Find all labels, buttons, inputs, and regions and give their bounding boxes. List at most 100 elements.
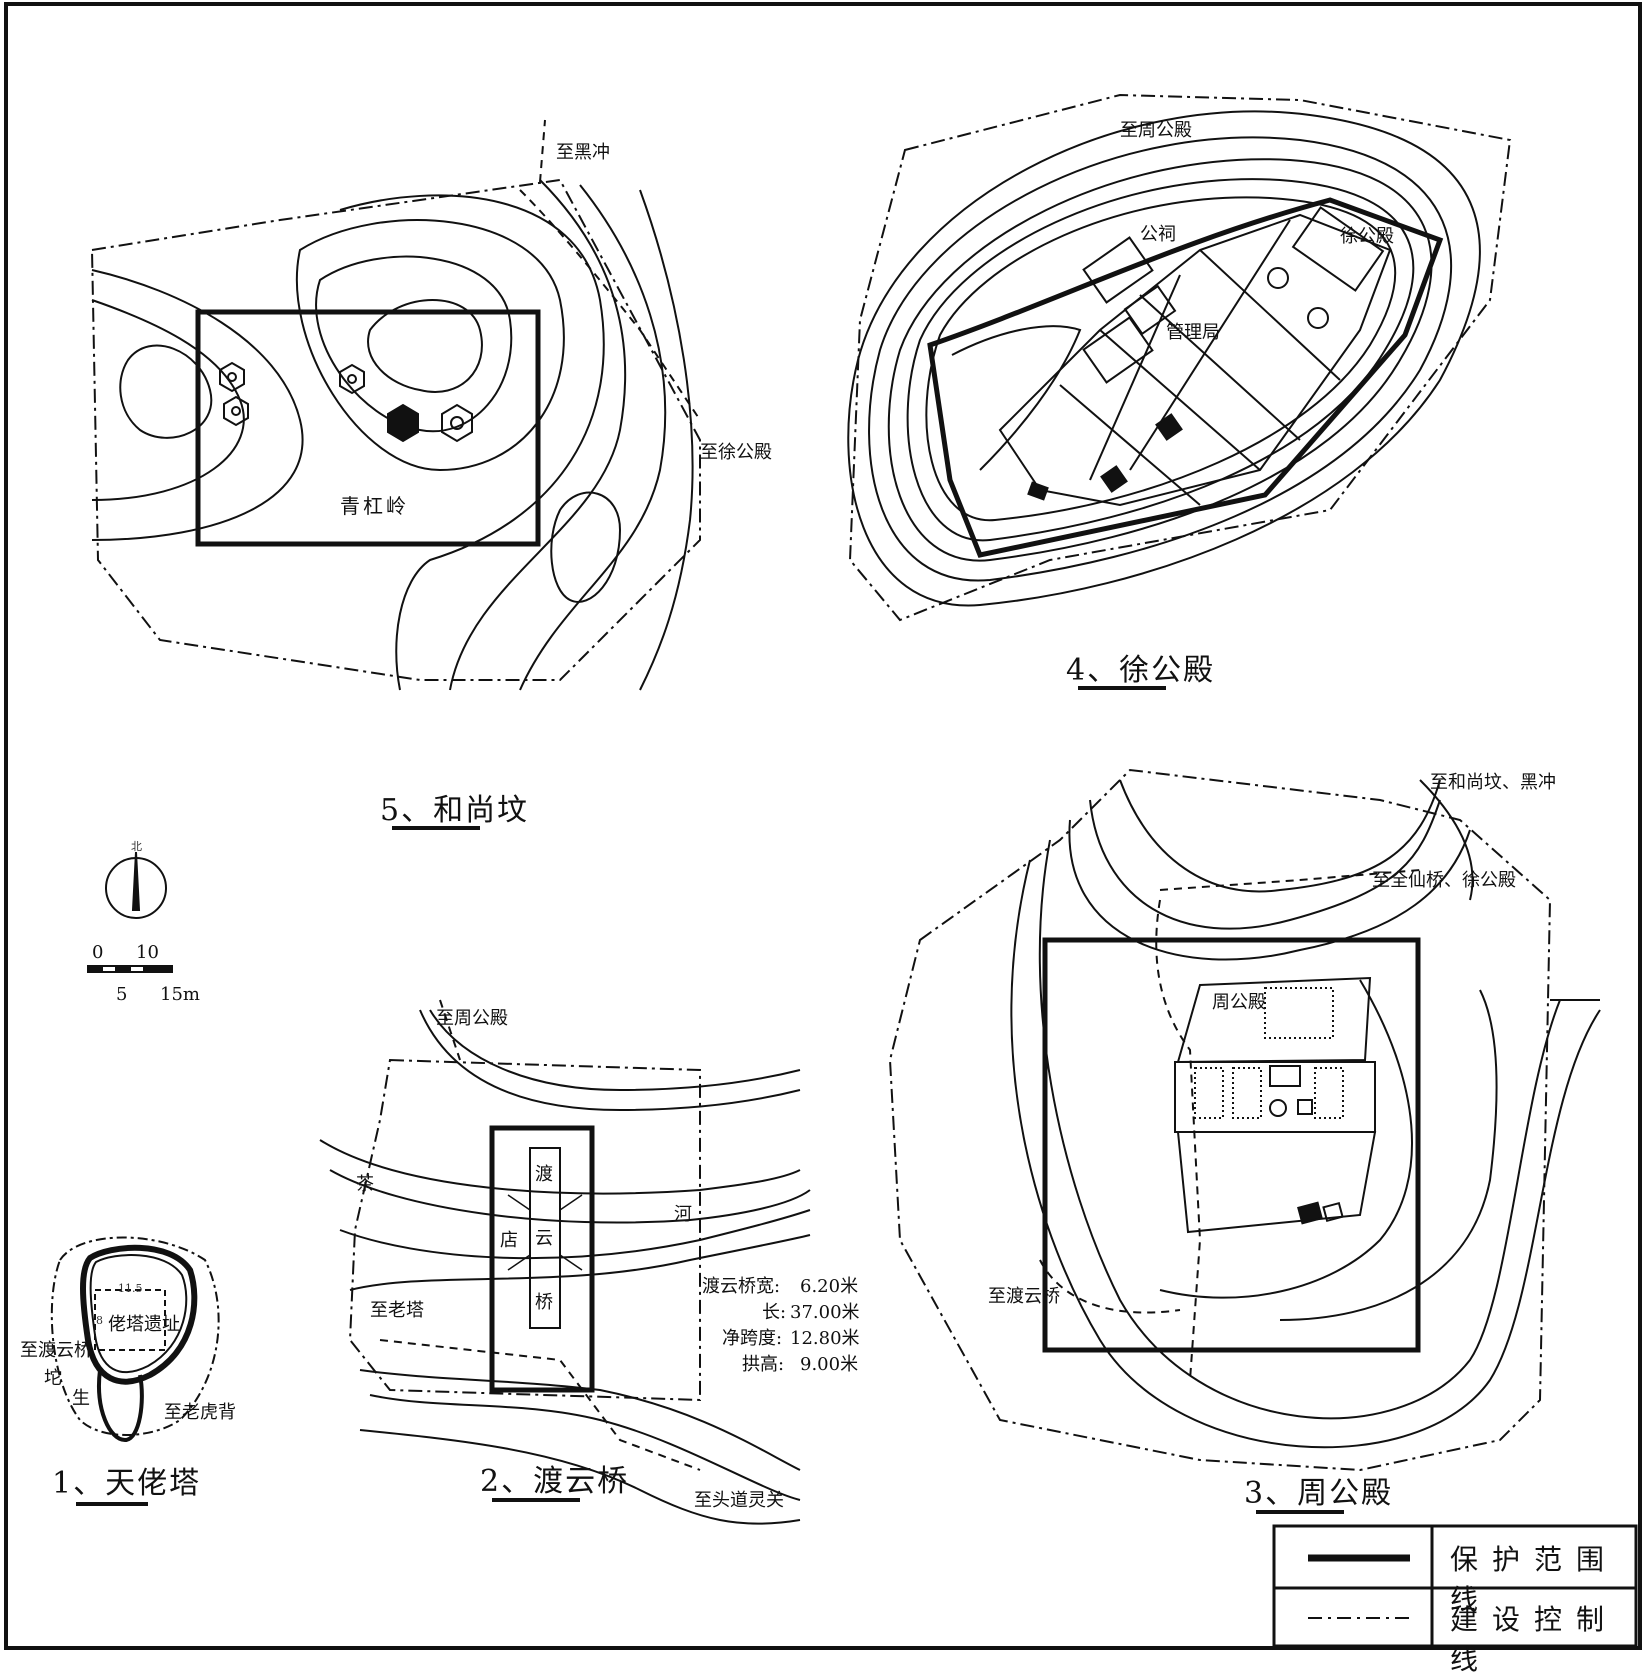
contour [1119,779,1441,893]
road-label-zhougong: 至周公殿 [436,1008,508,1029]
map-title-xugongdian: 4、徐公殿 [1066,653,1216,688]
spec-label-span: 净跨度: [722,1328,783,1349]
bridge-char-3: 桥 [535,1292,553,1313]
map-title-duyunqiao: 2、渡云桥 [480,1464,630,1499]
bridge-left-char: 店 [500,1230,518,1251]
contour [1419,779,1474,901]
road-label-zhougongdian: 至周公殿 [1120,120,1192,141]
contour [906,178,1415,542]
spec-value-width: 6.20米 [800,1276,859,1297]
hall-outline [1176,976,1372,1064]
north-label: 北 [131,840,142,853]
contour [1010,859,1601,1449]
river-bank [349,1234,811,1291]
contour [369,1394,801,1501]
building-label-gongci: 公祠 [1140,224,1176,245]
contour [329,1169,811,1224]
sheet-frame [4,2,1642,1650]
dashed-path [439,999,461,1061]
spec-value-length: 37.00米 [790,1302,860,1323]
tomb-hexagon [387,403,419,443]
map-duyunqiao [319,999,811,1525]
protection-boundary-tianlaota [80,1244,198,1385]
spec-label-rise: 拱高: [742,1354,785,1375]
map-heshangfen [90,119,701,691]
tomb-hexagon [223,395,249,427]
map-tianlaota [50,1236,220,1443]
contour [1089,799,1441,930]
bridge-char-1: 渡 [535,1164,553,1185]
scale-label-10: 10 [136,942,159,963]
contour [91,299,245,501]
spec-label-length: 长: [762,1302,787,1323]
scale-bar [87,965,173,973]
contour [1159,979,1413,1299]
contour [639,189,694,691]
site-outline [94,1289,166,1351]
construction-line-zhougongdian [888,768,1552,1472]
courtyard [1174,1061,1376,1133]
legend-protection-label: 保护范围线 [1450,1543,1619,1616]
protection-boundary-heshangfen [195,309,541,547]
building-label-guanliju: 管理局 [1166,322,1220,343]
contour [315,255,513,433]
mark-low: 生 [72,1388,90,1409]
river-label-left: 茶 [356,1174,374,1195]
road-label-xugongdian: 至徐公殿 [700,442,772,463]
legend-box [1272,1524,1638,1648]
building-label-zhougongdian: 周公殿 [1212,992,1266,1013]
contour [429,1009,801,1092]
contour [868,136,1453,582]
building-label-xugongdian: 徐公殿 [1340,226,1394,247]
dashed-path [1039,1259,1181,1314]
title-underline [1256,1510,1344,1514]
contour [1068,819,1471,961]
protection-boundary-zhougongdian [1042,937,1421,1353]
dashed-path [1155,899,1202,1381]
contour [887,158,1433,562]
river-bank [339,1209,811,1260]
spec-label-width: 渡云桥宽: [702,1276,781,1297]
map-title-tianlaota: 1、天佬塔 [52,1466,202,1501]
contour [449,179,627,691]
map-title-zhougongdian: 3、周公殿 [1244,1476,1394,1511]
contour [339,194,605,691]
protection-boundary-inner [89,1254,188,1374]
title-underline [492,1498,580,1502]
contour [419,1009,801,1112]
tomb-markers [219,361,473,443]
contour [925,196,1397,522]
title-underline [392,826,480,830]
contour [359,1369,801,1471]
legend-construction-label: 建设控制线 [1450,1603,1619,1676]
spec-value-span: 12.80米 [790,1328,860,1349]
building-xugongdian-complex [998,206,1392,507]
spec-value-rise: 9.00米 [800,1354,859,1375]
contour [1279,989,1498,1321]
contour [359,1429,801,1525]
contour [519,184,667,691]
scale-label-5: 5 [116,984,128,1005]
dimension-vertical: 8 [96,1314,103,1327]
contour [1038,839,1561,1420]
site-subline [951,325,1082,471]
scale-label-15m: 15m [160,984,200,1005]
contour [550,491,622,603]
map-zhougongdian [888,768,1601,1472]
road-label-quanxian: 至全仙桥、徐公殿 [1372,870,1516,891]
road-label-duyunqiao: 至渡云桥 [988,1286,1060,1307]
contour [319,1139,801,1195]
road-label-heichong: 至黑冲 [556,142,610,163]
road-label-duyunqiao-1: 至渡云桥 [20,1340,92,1361]
road-label-heshang-heichong: 至和尚坟、黑冲 [1430,772,1556,793]
site-platform [998,213,1392,507]
protection-boundary-xugongdian [927,197,1444,558]
bridge-char-2: 云 [535,1228,553,1249]
map-title-heshangfen: 5、和尚坟 [380,793,530,828]
construction-line-heshangfen [90,178,701,681]
construction-line-tianlaota [50,1236,220,1436]
map-xugongdian [847,93,1512,622]
lower-terrace [1176,1131,1377,1234]
tomb-hexagon [219,361,245,393]
